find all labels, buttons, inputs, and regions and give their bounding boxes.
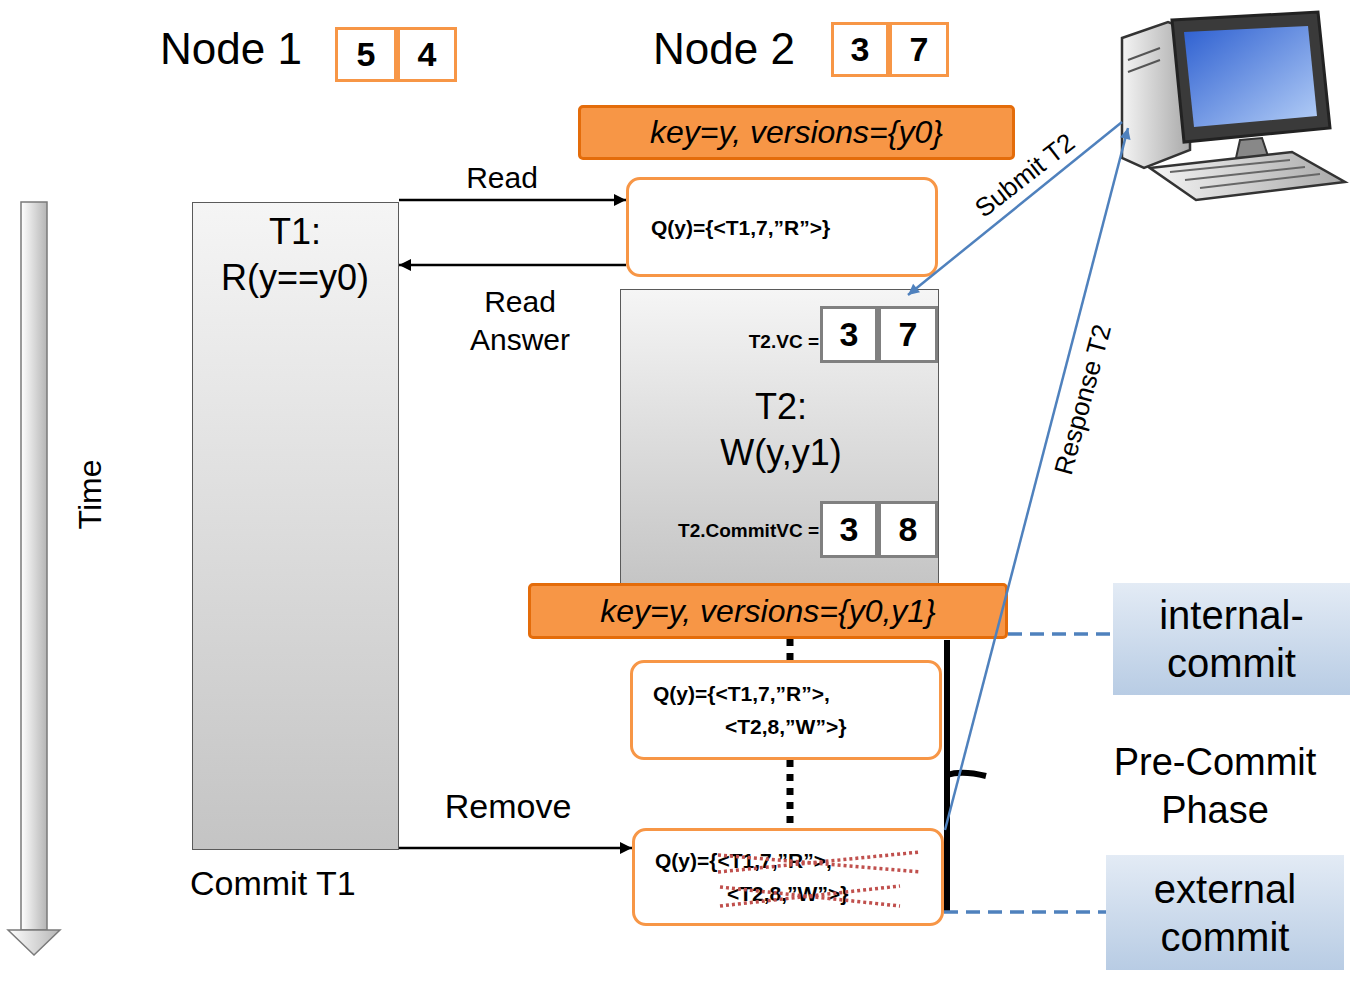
node-text: Q(y)={<T1,7,”R”>, <T2,8,”W”>} xyxy=(635,844,941,910)
transaction-box: T2.VC = T2: W(y,y1) T2.CommitVC = 3 7 3 8 xyxy=(620,289,939,589)
message-arrow xyxy=(399,199,626,202)
node-text: key=y, versions={y0} xyxy=(650,114,943,151)
node-text: T2.VC = xyxy=(711,330,819,354)
dashed-leader xyxy=(944,910,1106,914)
node-title: Node 1 xyxy=(160,24,302,74)
connector-group xyxy=(399,200,1113,912)
message-arrow xyxy=(399,847,632,850)
node-text: 7 xyxy=(910,30,929,69)
transaction-box: T1: R(y==y0) xyxy=(192,202,399,850)
commit-bracket xyxy=(947,640,986,913)
node-text: key=y, versions={y0,y1} xyxy=(600,593,936,630)
message-arrow xyxy=(399,264,626,267)
node-text: 4 xyxy=(418,35,437,74)
dashed-leader xyxy=(1008,632,1113,636)
phase-label: Pre-Commit Phase xyxy=(1095,738,1335,834)
queue-box: Q(y)={<T1,7,”R”>, <T2,8,”W”>} xyxy=(632,828,944,926)
node-text: T2: W(y,y1) xyxy=(691,384,871,476)
clock-cell: 7 xyxy=(889,22,949,77)
version-box: key=y, versions={y0,y1} xyxy=(528,583,1008,639)
dotted-link xyxy=(787,639,794,660)
node-text: 3 xyxy=(840,510,859,549)
queue-box: Q(y)={<T1,7,”R”>, <T2,8,”W”>} xyxy=(630,660,942,760)
node-text: 8 xyxy=(899,510,918,549)
edge-label: Remove xyxy=(418,785,598,828)
node-text: 3 xyxy=(851,30,870,69)
phase-note: external commit xyxy=(1106,855,1344,970)
node-text: 5 xyxy=(357,35,376,74)
arrow-label: Response T2 xyxy=(1044,306,1122,494)
queue-box: Q(y)={<T1,7,”R”>} xyxy=(626,177,938,277)
clock-cell: 5 xyxy=(335,27,397,82)
clock-cell: 7 xyxy=(878,306,938,363)
clock-cell: 3 xyxy=(820,306,878,363)
clock-cell: 3 xyxy=(831,22,889,77)
commit-label: Commit T1 xyxy=(190,864,356,903)
clock-cell: 8 xyxy=(878,501,938,558)
computer-icon xyxy=(1122,12,1345,200)
node-text: T2.CommitVC = xyxy=(627,519,819,543)
clock-cell: 3 xyxy=(820,501,878,558)
time-arrow xyxy=(8,202,60,955)
node-text: Q(y)={<T1,7,”R”>} xyxy=(629,211,935,244)
dotted-link xyxy=(787,760,794,828)
edge-label: Read Answer xyxy=(450,283,590,358)
node-text: 3 xyxy=(840,315,859,354)
axis-label: Time xyxy=(72,455,109,535)
node-title: Node 2 xyxy=(653,24,795,74)
node-text: Q(y)={<T1,7,”R”>, <T2,8,”W”>} xyxy=(633,677,939,743)
phase-note: internal-commit xyxy=(1113,583,1350,695)
version-box: key=y, versions={y0} xyxy=(578,105,1015,160)
node-text: external commit xyxy=(1106,865,1344,961)
clock-cell: 4 xyxy=(397,27,457,82)
node-text: 7 xyxy=(899,315,918,354)
node-text: T1: R(y==y0) xyxy=(193,209,397,301)
edge-label: Read xyxy=(422,159,582,197)
node-text: internal-commit xyxy=(1113,591,1350,687)
response-arrow xyxy=(945,128,1128,830)
